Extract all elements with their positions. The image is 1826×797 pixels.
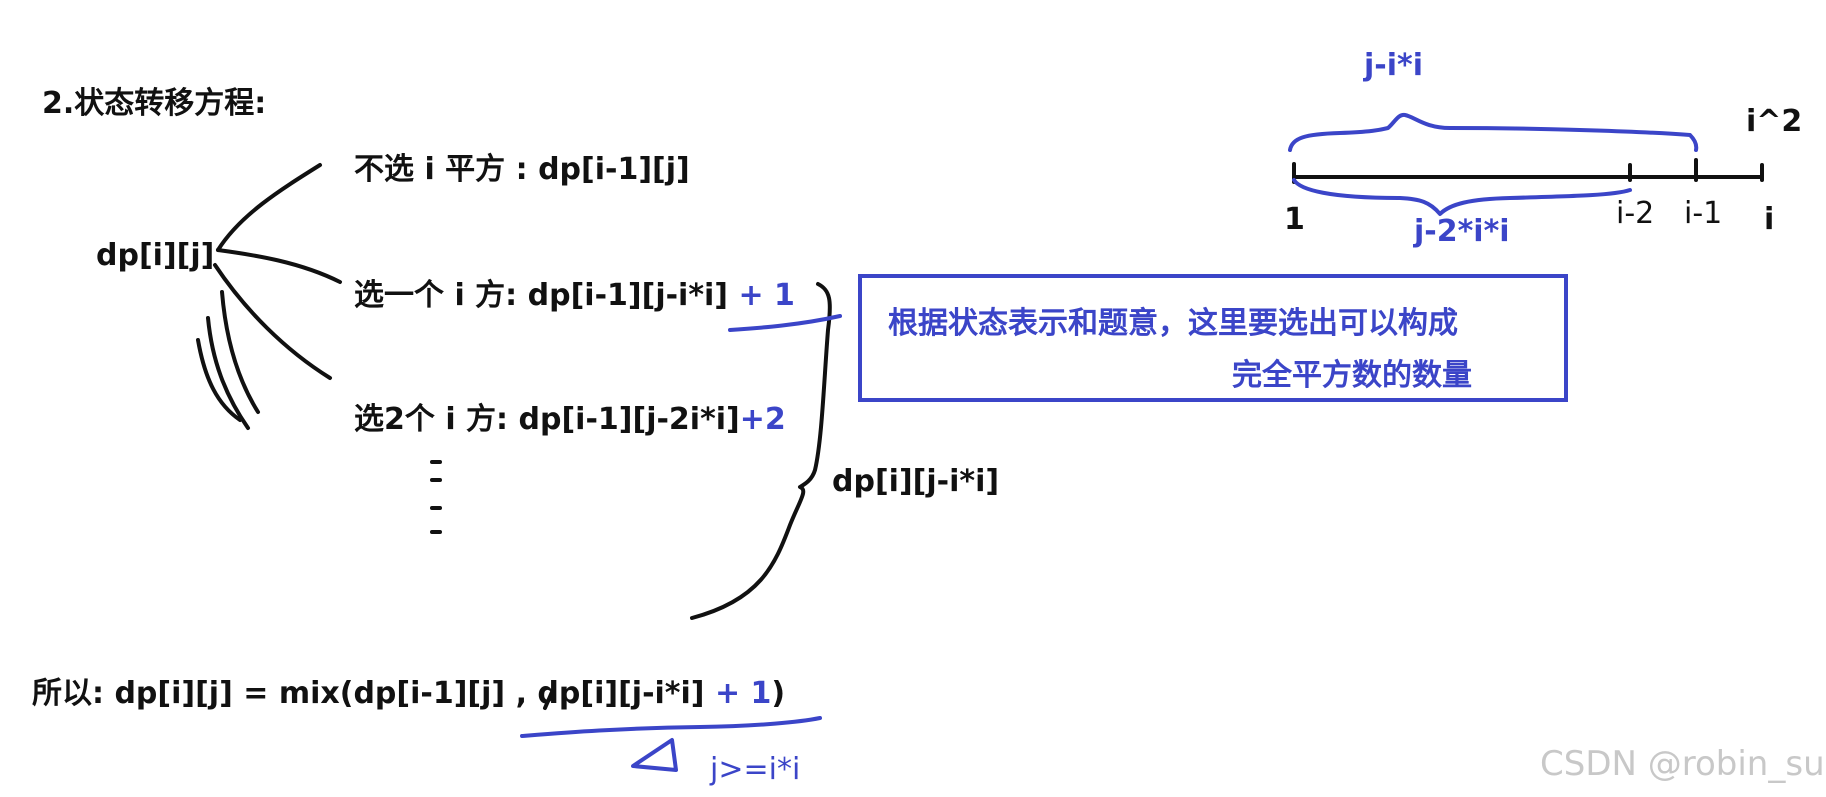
callout-line-2: 完全平方数的数量 (1232, 358, 1472, 393)
bottom-brace (1292, 178, 1632, 216)
branch-choose-two-plus: +2 (739, 402, 786, 437)
brace-result-label: dp[i][j-i*i] (832, 464, 1000, 499)
conclusion-plus: + 1 (704, 676, 772, 711)
bottom-brace-label: j-2*i*i (1414, 214, 1510, 249)
tick-label-i-1: i-1 (1684, 196, 1723, 231)
explanation-callout: 根据状态表示和题意，这里要选出可以构成 完全平方数的数量 (858, 274, 1568, 402)
conclusion-arg2: dp[i][j-i*i] (537, 676, 705, 711)
branch-choose-two-expr: dp[i-1][j-2i*i] (518, 402, 740, 437)
branch-choose-two: 选2个 i 方: dp[i-1][j-2i*i]+2 (354, 394, 786, 438)
branch-not-choose: 不选 i 平方 : dp[i-1][j] (354, 144, 690, 188)
branch-choose-one: 选一个 i 方: dp[i-1][j-i*i] + 1 (354, 270, 795, 314)
branch-choose-one-prefix: 选一个 i 方: (354, 278, 528, 313)
ellipsis-stroke-2 (220, 290, 260, 414)
top-brace (1288, 112, 1699, 152)
ellipsis-stroke-1 (206, 316, 250, 430)
branch-choose-one-plus: + 1 (728, 278, 795, 313)
branch-not-choose-expr: dp[i-1][j] (538, 152, 690, 187)
plus-one-underline (728, 314, 842, 332)
ellipsis-stroke-3 (196, 338, 242, 422)
conclusion-comma: , (505, 676, 538, 711)
branch-choose-two-prefix: 选2个 i 方: (354, 402, 519, 437)
condition-triangle (631, 738, 678, 772)
root-state-label: dp[i][j] (96, 238, 215, 273)
branch-line-0 (216, 163, 322, 252)
branch-line-1 (216, 248, 342, 284)
end-label: i^2 (1746, 104, 1803, 139)
conclusion-close: ) (771, 676, 786, 711)
tick-label-start: 1 (1284, 202, 1305, 237)
tick-label-end: i (1764, 202, 1775, 237)
branch-not-choose-prefix: 不选 i 平方 : (354, 152, 539, 187)
conclusion-arg1: dp[i-1][j] (353, 676, 506, 711)
callout-line-1: 根据状态表示和题意，这里要选出可以构成 (888, 306, 1458, 341)
section-heading: 2.状态转移方程: (42, 86, 267, 121)
comma-stroke (543, 690, 554, 710)
watermark: CSDN @robin_suli (1540, 744, 1826, 784)
branch-choose-one-expr: dp[i-1][j-i*i] (527, 278, 729, 313)
branch-line-2 (213, 263, 332, 380)
conclusion-prefix: 所以: dp[i][j] = mix( (32, 676, 354, 711)
conclusion-underline (520, 716, 822, 738)
top-brace-label: j-i*i (1364, 48, 1423, 83)
right-brace (690, 282, 832, 620)
conclusion-formula: 所以: dp[i][j] = mix(dp[i-1][j] , dp[i][j-… (32, 668, 785, 712)
condition-label: j>=i*i (710, 752, 801, 787)
tick-label-i-2: i-2 (1616, 196, 1655, 231)
